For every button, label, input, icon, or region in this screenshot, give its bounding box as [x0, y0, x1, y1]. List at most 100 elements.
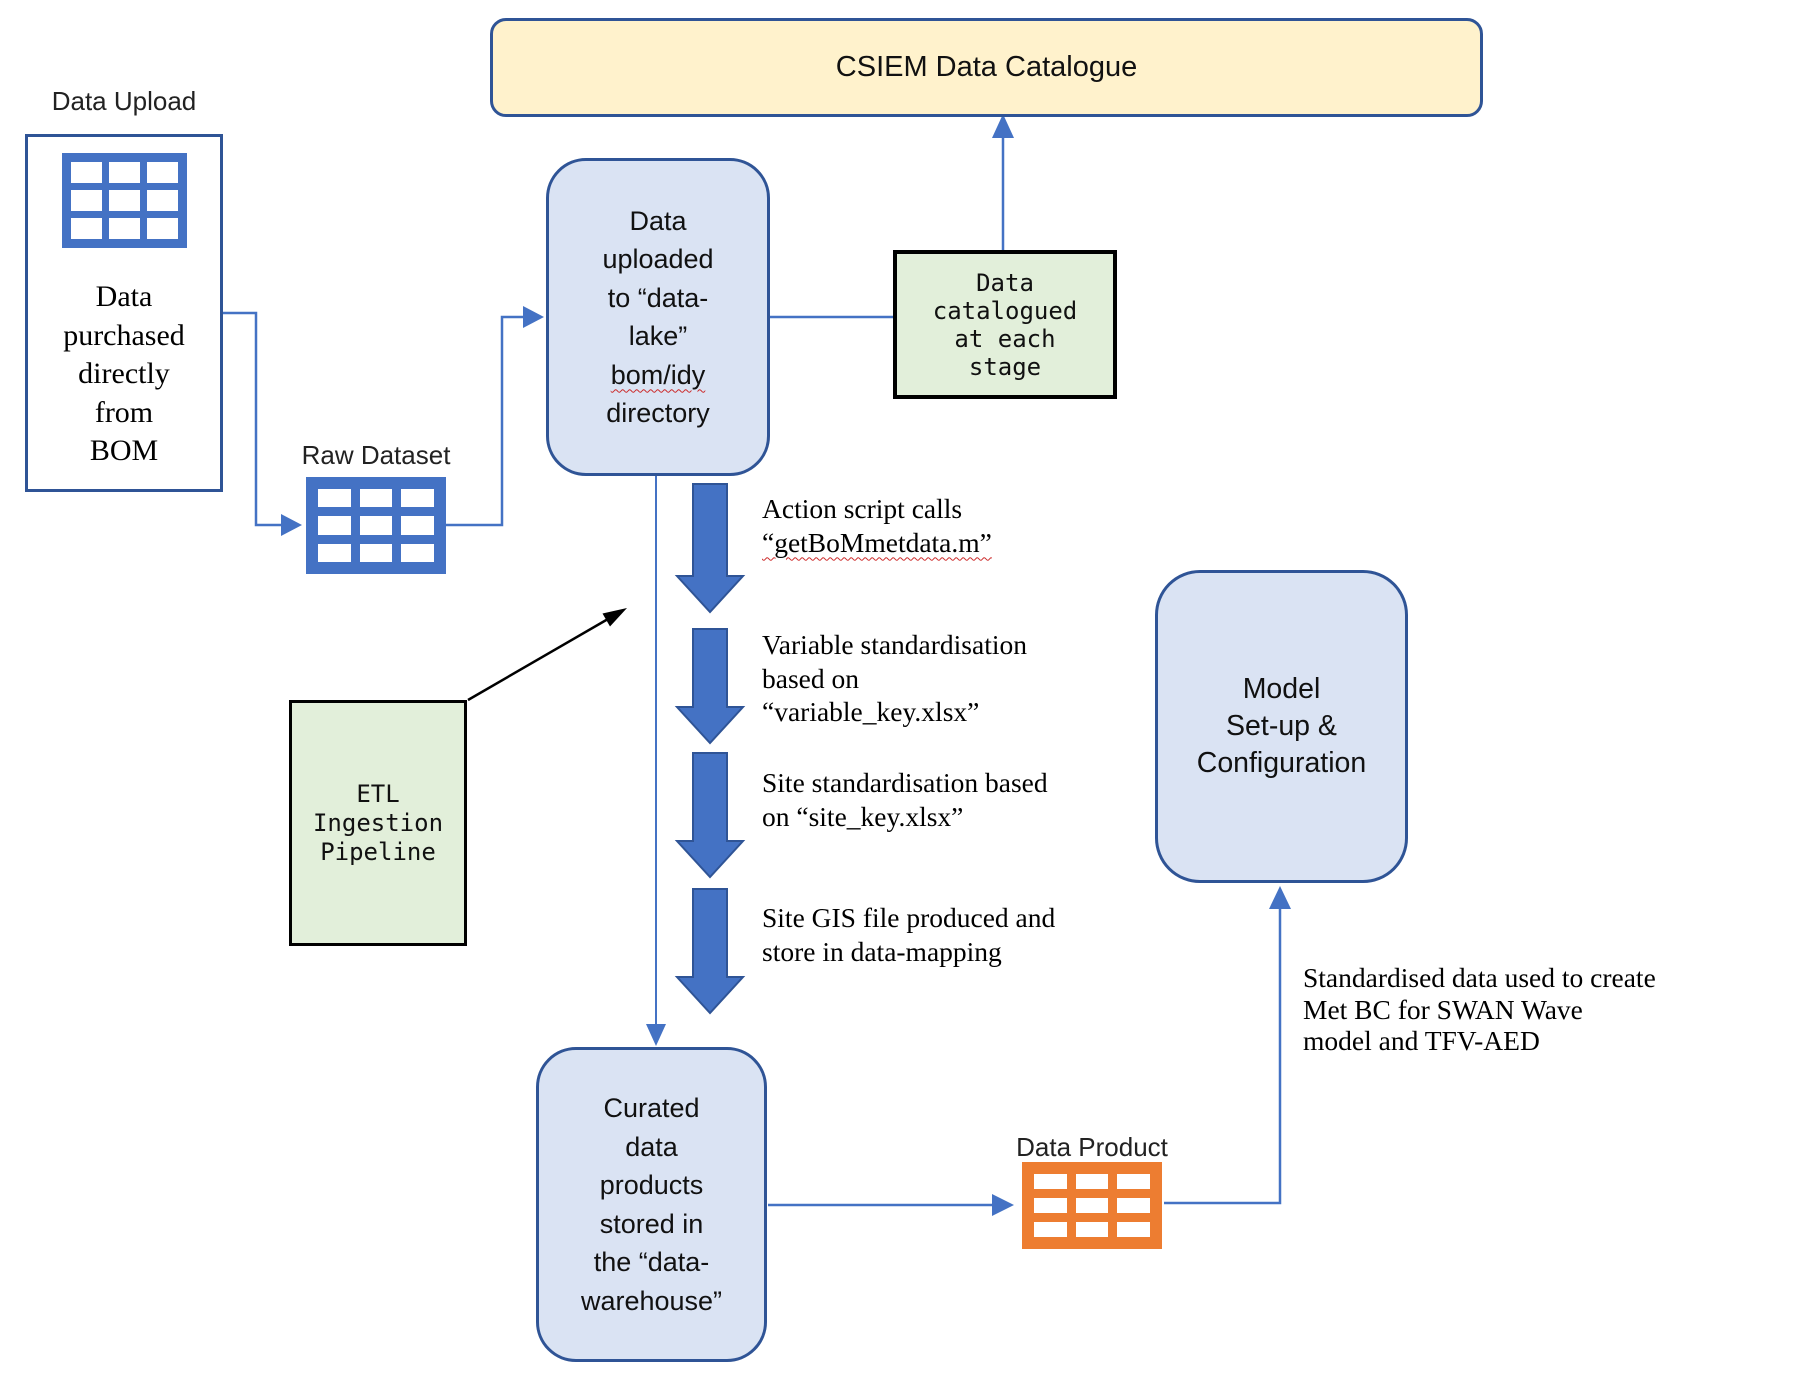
step-line: “variable_key.xlsx” [762, 696, 980, 727]
note-line: model and TFV-AED [1303, 1025, 1540, 1056]
etl-ingestion-pipeline-box: ETL Ingestion Pipeline [289, 700, 467, 946]
catalogued-line: catalogued [932, 296, 1078, 325]
catalogued-line: Data [976, 268, 1034, 297]
process-arrow-3 [674, 752, 746, 879]
curated-line: the “data- [593, 1247, 710, 1277]
table-cell [70, 162, 102, 183]
curated-line: data [625, 1131, 678, 1162]
table-cell [1117, 1198, 1150, 1213]
table-cell [146, 218, 178, 239]
data-upload-line: Data [95, 280, 153, 313]
step-line: Site GIS file produced and [762, 902, 1056, 933]
process-arrow-2 [674, 628, 746, 745]
arrowhead-etl-pointer [602, 608, 627, 627]
table-cell [1075, 1198, 1109, 1213]
data-catalogued-box: Data catalogued at each stage [893, 250, 1117, 399]
data-upload-title: Data Upload [51, 86, 197, 116]
table-cell [1075, 1174, 1109, 1189]
curated-data-box: Curated data products stored in the “dat… [536, 1047, 767, 1362]
data-lake-directory-name: bom/idy [610, 359, 706, 390]
table-cell [70, 190, 102, 211]
step-line: Site standardisation based [762, 767, 1048, 798]
table-cell [146, 190, 178, 211]
arrowhead-catalogued-to-csiem [992, 114, 1014, 138]
process-arrow-1 [674, 483, 746, 614]
table-cell [359, 516, 393, 535]
data-product-label: Data Product [1016, 1132, 1168, 1162]
step-label-action-script: Action script calls “getBoMmetdata.m” [762, 492, 1102, 559]
table-cell [401, 489, 434, 508]
table-cell [1034, 1198, 1067, 1213]
arrowhead-datalake-to-curated [646, 1024, 666, 1046]
model-line: Model [1242, 673, 1321, 705]
etl-line: Ingestion [312, 808, 444, 837]
arrowhead-product-to-model [1269, 886, 1291, 909]
connector-raw-to-datalake [446, 315, 523, 527]
step-script-filename: “getBoMmetdata.m” [762, 526, 992, 558]
data-upload-line: directly [78, 357, 170, 390]
data-upload-table-icon [61, 153, 187, 248]
note-line: Met BC for SWAN Wave [1303, 993, 1583, 1025]
model-line: Set-up & [1226, 710, 1337, 742]
arrowhead-curated-to-product [992, 1194, 1014, 1216]
data-lake-line: lake” [628, 321, 688, 351]
data-upload-line: from [94, 395, 154, 429]
table-cell [70, 218, 102, 239]
csiem-data-catalogue-box: CSIEM Data Catalogue [490, 18, 1483, 117]
table-cell [401, 516, 434, 535]
model-note: Standardised data used to create Met BC … [1303, 962, 1723, 1057]
table-cell [359, 543, 393, 562]
table-cell [318, 543, 351, 562]
connector-product-to-model [1164, 908, 1282, 1205]
curated-line: Curated [603, 1093, 700, 1123]
curated-line: products [599, 1170, 704, 1200]
table-cell [1034, 1174, 1067, 1189]
catalogued-line: stage [968, 352, 1042, 381]
data-lake-line: directory [606, 398, 710, 428]
process-arrow-4 [674, 888, 746, 1015]
table-cell [146, 162, 178, 183]
etl-line: ETL [356, 779, 400, 808]
model-setup-box: Model Set-up & Configuration [1155, 570, 1408, 883]
table-cell [1117, 1222, 1150, 1237]
curated-line: warehouse” [580, 1285, 723, 1316]
table-cell [318, 516, 351, 535]
data-lake-line: to “data- [607, 282, 709, 313]
note-line: Standardised data used to create [1303, 962, 1656, 993]
data-upload-description: Data purchased directly from BOM [63, 278, 185, 471]
step-line: on “site_key.xlsx” [762, 800, 964, 832]
step-line: based on [762, 662, 859, 694]
curated-line: stored in [599, 1208, 704, 1239]
table-cell [359, 489, 393, 508]
step-line: Variable standardisation [762, 629, 1027, 660]
connector-etl-pointer [467, 617, 609, 702]
table-cell [1075, 1222, 1109, 1237]
table-cell [1034, 1222, 1067, 1237]
data-lake-box: Data uploaded to “data- lake” bom/idy di… [546, 158, 770, 476]
raw-dataset-label: Raw Dataset [301, 440, 451, 470]
arrowhead-upload-to-raw [281, 514, 302, 536]
data-product-table-icon [1022, 1162, 1162, 1249]
connector-upload-to-raw [223, 311, 281, 527]
step-line: Action script calls [762, 493, 963, 524]
table-cell [108, 190, 140, 211]
step-label-site-standardisation: Site standardisation based on “site_key.… [762, 766, 1102, 833]
step-line: store in data-mapping [762, 935, 1002, 967]
data-upload-box: Data purchased directly from BOM [25, 134, 223, 492]
step-label-variable-standardisation: Variable standardisation based on “varia… [762, 628, 1102, 729]
catalogued-line: at each [954, 324, 1056, 353]
model-line: Configuration [1196, 747, 1367, 779]
table-cell [1117, 1174, 1150, 1189]
csiem-data-catalogue-label: CSIEM Data Catalogue [835, 51, 1138, 83]
data-lake-line: Data [629, 205, 687, 236]
data-upload-line: purchased [63, 318, 185, 352]
arrowhead-raw-to-datalake [523, 306, 544, 328]
table-cell [108, 162, 140, 183]
table-cell [108, 218, 140, 239]
etl-line: Pipeline [320, 837, 436, 866]
table-cell [401, 543, 434, 562]
step-label-site-gis: Site GIS file produced and store in data… [762, 901, 1102, 968]
raw-dataset-table-icon [306, 477, 446, 574]
